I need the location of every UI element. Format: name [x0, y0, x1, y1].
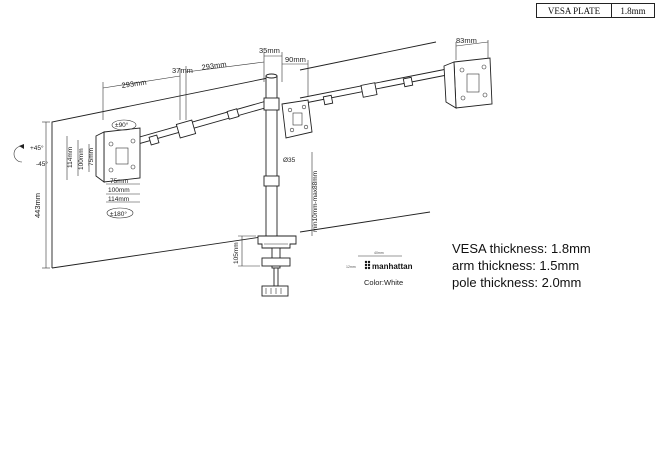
plate-114-h-label: 114mm	[108, 196, 129, 203]
top-dimensions: 293mm 37mm 293mm 35mm 90mm 83mm	[102, 36, 489, 120]
logo-height-label: 12mm	[346, 265, 356, 269]
table-value-cell: 1.8mm	[611, 3, 655, 18]
plate-width-label: 83mm	[456, 36, 477, 45]
right-vesa-plate	[443, 57, 493, 109]
desk-clamp: 105mm min10mm-max88mm	[233, 152, 319, 297]
wall-plane	[51, 41, 437, 269]
spec-arm-thickness: arm thickness: 1.5mm	[452, 258, 580, 273]
rotate-90-label: ±90°	[115, 121, 129, 129]
clamp-height-label: 105mm	[233, 242, 240, 264]
left-arm	[121, 99, 273, 149]
plate-100-h-label: 100mm	[108, 187, 130, 194]
brand-block: 40mm 12mm manhattan Color:White	[346, 251, 413, 287]
arm-left-label: 293mm	[121, 78, 147, 90]
plate-75-v-label: 75mm	[88, 148, 95, 166]
logo-width-label: 40mm	[374, 251, 384, 255]
tilt-indicator: +45° -45°	[13, 144, 48, 168]
plate-100-v-label: 100mm	[78, 148, 85, 170]
right-arm	[299, 67, 453, 106]
pole: Ø35	[263, 73, 296, 237]
manhattan-logo: manhattan	[364, 260, 413, 271]
plate-75-h-label: 75mm	[110, 178, 128, 185]
arm-right-label: 293mm	[201, 60, 227, 72]
center-vesa-plate	[281, 99, 313, 139]
spec-pole-thickness: pole thickness: 2.0mm	[452, 275, 582, 290]
rotate-180-label: ±180°	[110, 210, 127, 218]
spec-vesa-thickness: VESA thickness: 1.8mm	[452, 241, 591, 256]
left-vesa-plate: 75mm 100mm 114mm 114mm 100mm 75mm	[66, 127, 141, 203]
height-label: 443mm	[33, 193, 42, 218]
plate-offset-label: 90mm	[285, 55, 306, 64]
height-dimension: 443mm	[33, 121, 50, 269]
rotation-indicators: ±90° ±180°	[106, 119, 137, 219]
brand-name: manhattan	[372, 262, 413, 271]
clamp-range-label: min10mm-max88mm	[312, 171, 319, 232]
plate-114-v-label: 114mm	[67, 147, 74, 168]
joint-label: 37mm	[172, 66, 193, 75]
pole-diameter-label: Ø35	[283, 157, 296, 164]
table-label-cell: VESA PLATE	[536, 3, 612, 18]
tilt-down-label: -45°	[36, 160, 48, 168]
vesa-plate-table: VESA PLATE 1.8mm	[536, 3, 655, 18]
color-label: Color:White	[364, 278, 403, 287]
table-row: VESA PLATE 1.8mm	[536, 3, 655, 18]
tilt-up-label: +45°	[30, 144, 44, 152]
pole-top-label: 35mm	[259, 46, 280, 55]
